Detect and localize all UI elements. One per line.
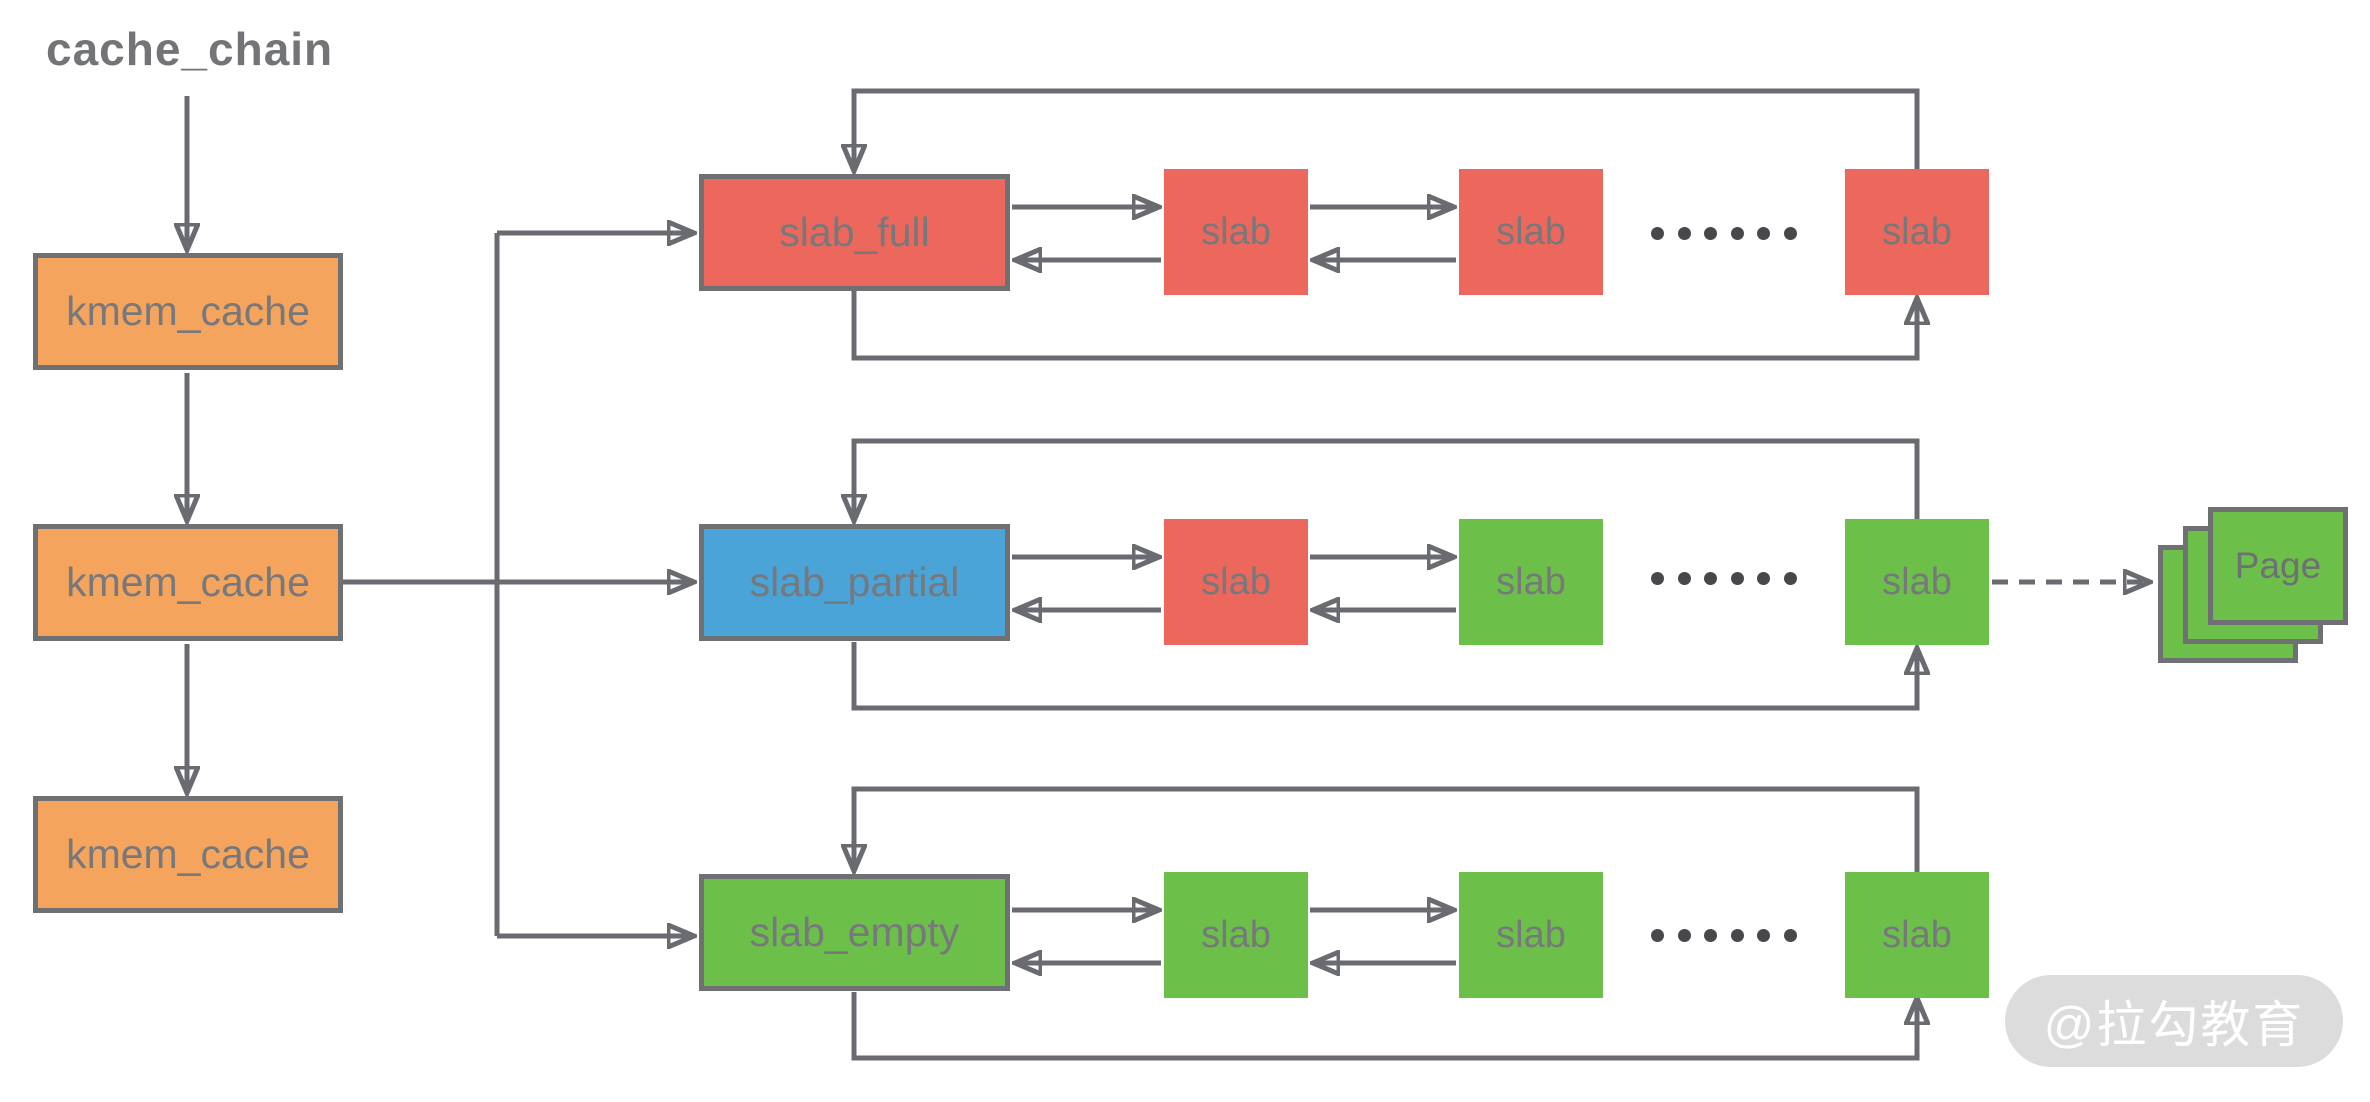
- page-card-front: Page: [2208, 507, 2348, 625]
- row3-bottom-loop: [851, 992, 1917, 1061]
- row2-slab-last: slab: [1845, 519, 1989, 645]
- row3-slab-1: slab: [1164, 872, 1308, 998]
- row3-top-loop: [854, 786, 1920, 872]
- row3-slab-last: slab: [1845, 872, 1989, 998]
- diagram-title: cache_chain: [46, 23, 334, 75]
- slab-partial-head: slab_partial: [699, 524, 1010, 641]
- row1-bottom-loop: [851, 291, 1917, 361]
- row2-slab-1: slab: [1164, 519, 1308, 645]
- slab-empty-head: slab_empty: [699, 874, 1010, 991]
- slab-full-head: slab_full: [699, 174, 1010, 291]
- row1-slab-2: slab: [1459, 169, 1603, 295]
- kmem-cache-node-1: kmem_cache: [33, 253, 343, 370]
- row2-bottom-loop: [851, 642, 1917, 711]
- kmem-cache-node-2: kmem_cache: [33, 524, 343, 641]
- row3-slab-2: slab: [1459, 872, 1603, 998]
- watermark-badge: @拉勾教育: [2005, 975, 2343, 1067]
- row2-ellipsis-dots-icon: [1651, 572, 1797, 585]
- row2-top-loop: [854, 438, 1920, 519]
- row1-slab-last: slab: [1845, 169, 1989, 295]
- row1-slab-1: slab: [1164, 169, 1308, 295]
- kmem-cache-node-3: kmem_cache: [33, 796, 343, 913]
- row3-ellipsis-dots-icon: [1651, 929, 1797, 942]
- row1-ellipsis-dots-icon: [1651, 227, 1797, 240]
- row2-slab-2: slab: [1459, 519, 1603, 645]
- row1-top-loop: [854, 88, 1920, 169]
